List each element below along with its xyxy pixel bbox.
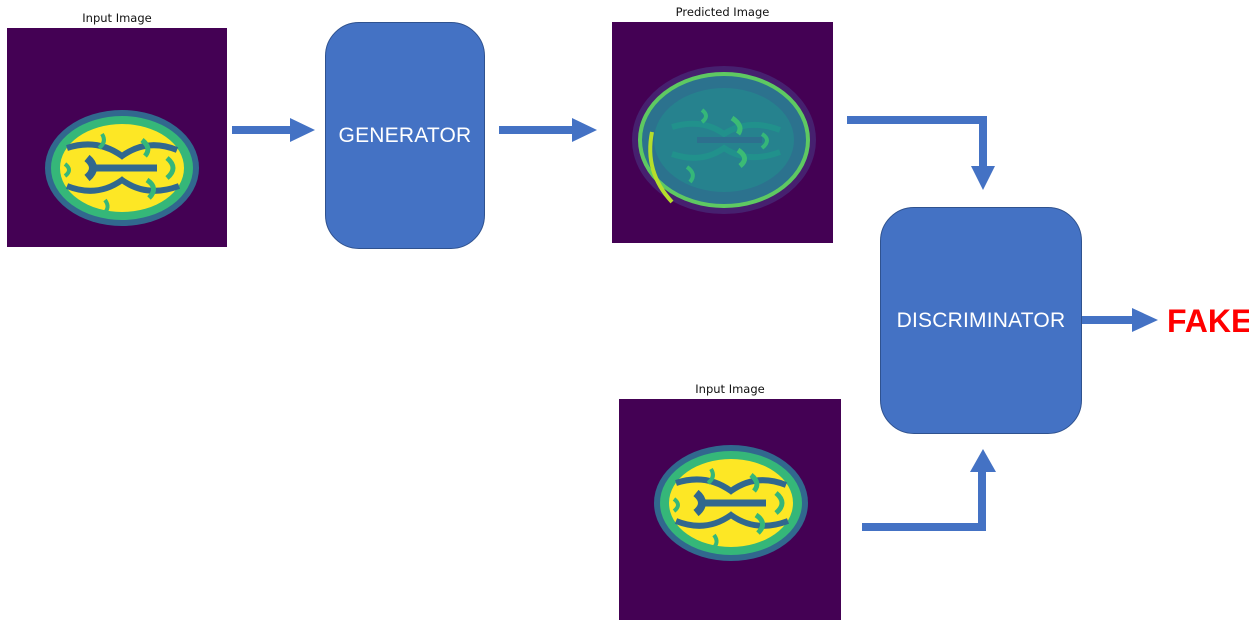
arrow-discriminator-to-verdict [1082,308,1158,332]
input-image-top-caption: Input Image [82,11,152,25]
input-image-bottom [619,399,841,620]
brain-segmentation-map-top [7,28,227,247]
generator-block: GENERATOR [325,22,485,249]
generator-label: GENERATOR [338,123,472,147]
predicted-image-caption: Predicted Image [675,5,770,19]
verdict-label: FAKE [1167,303,1249,339]
discriminator-label: DISCRIMINATOR [896,308,1066,332]
input-image-bottom-caption: Input Image [695,382,765,396]
discriminator-block: DISCRIMINATOR [880,207,1082,434]
arrow-predicted-to-discriminator [847,116,995,190]
input-image-top [7,28,227,247]
brain-predicted-map [612,22,833,243]
arrow-generator-to-predicted [499,118,597,142]
arrow-input-to-generator [232,118,315,142]
predicted-image [612,22,833,243]
arrow-input-to-discriminator [862,449,996,531]
brain-segmentation-map-bottom [619,399,841,620]
